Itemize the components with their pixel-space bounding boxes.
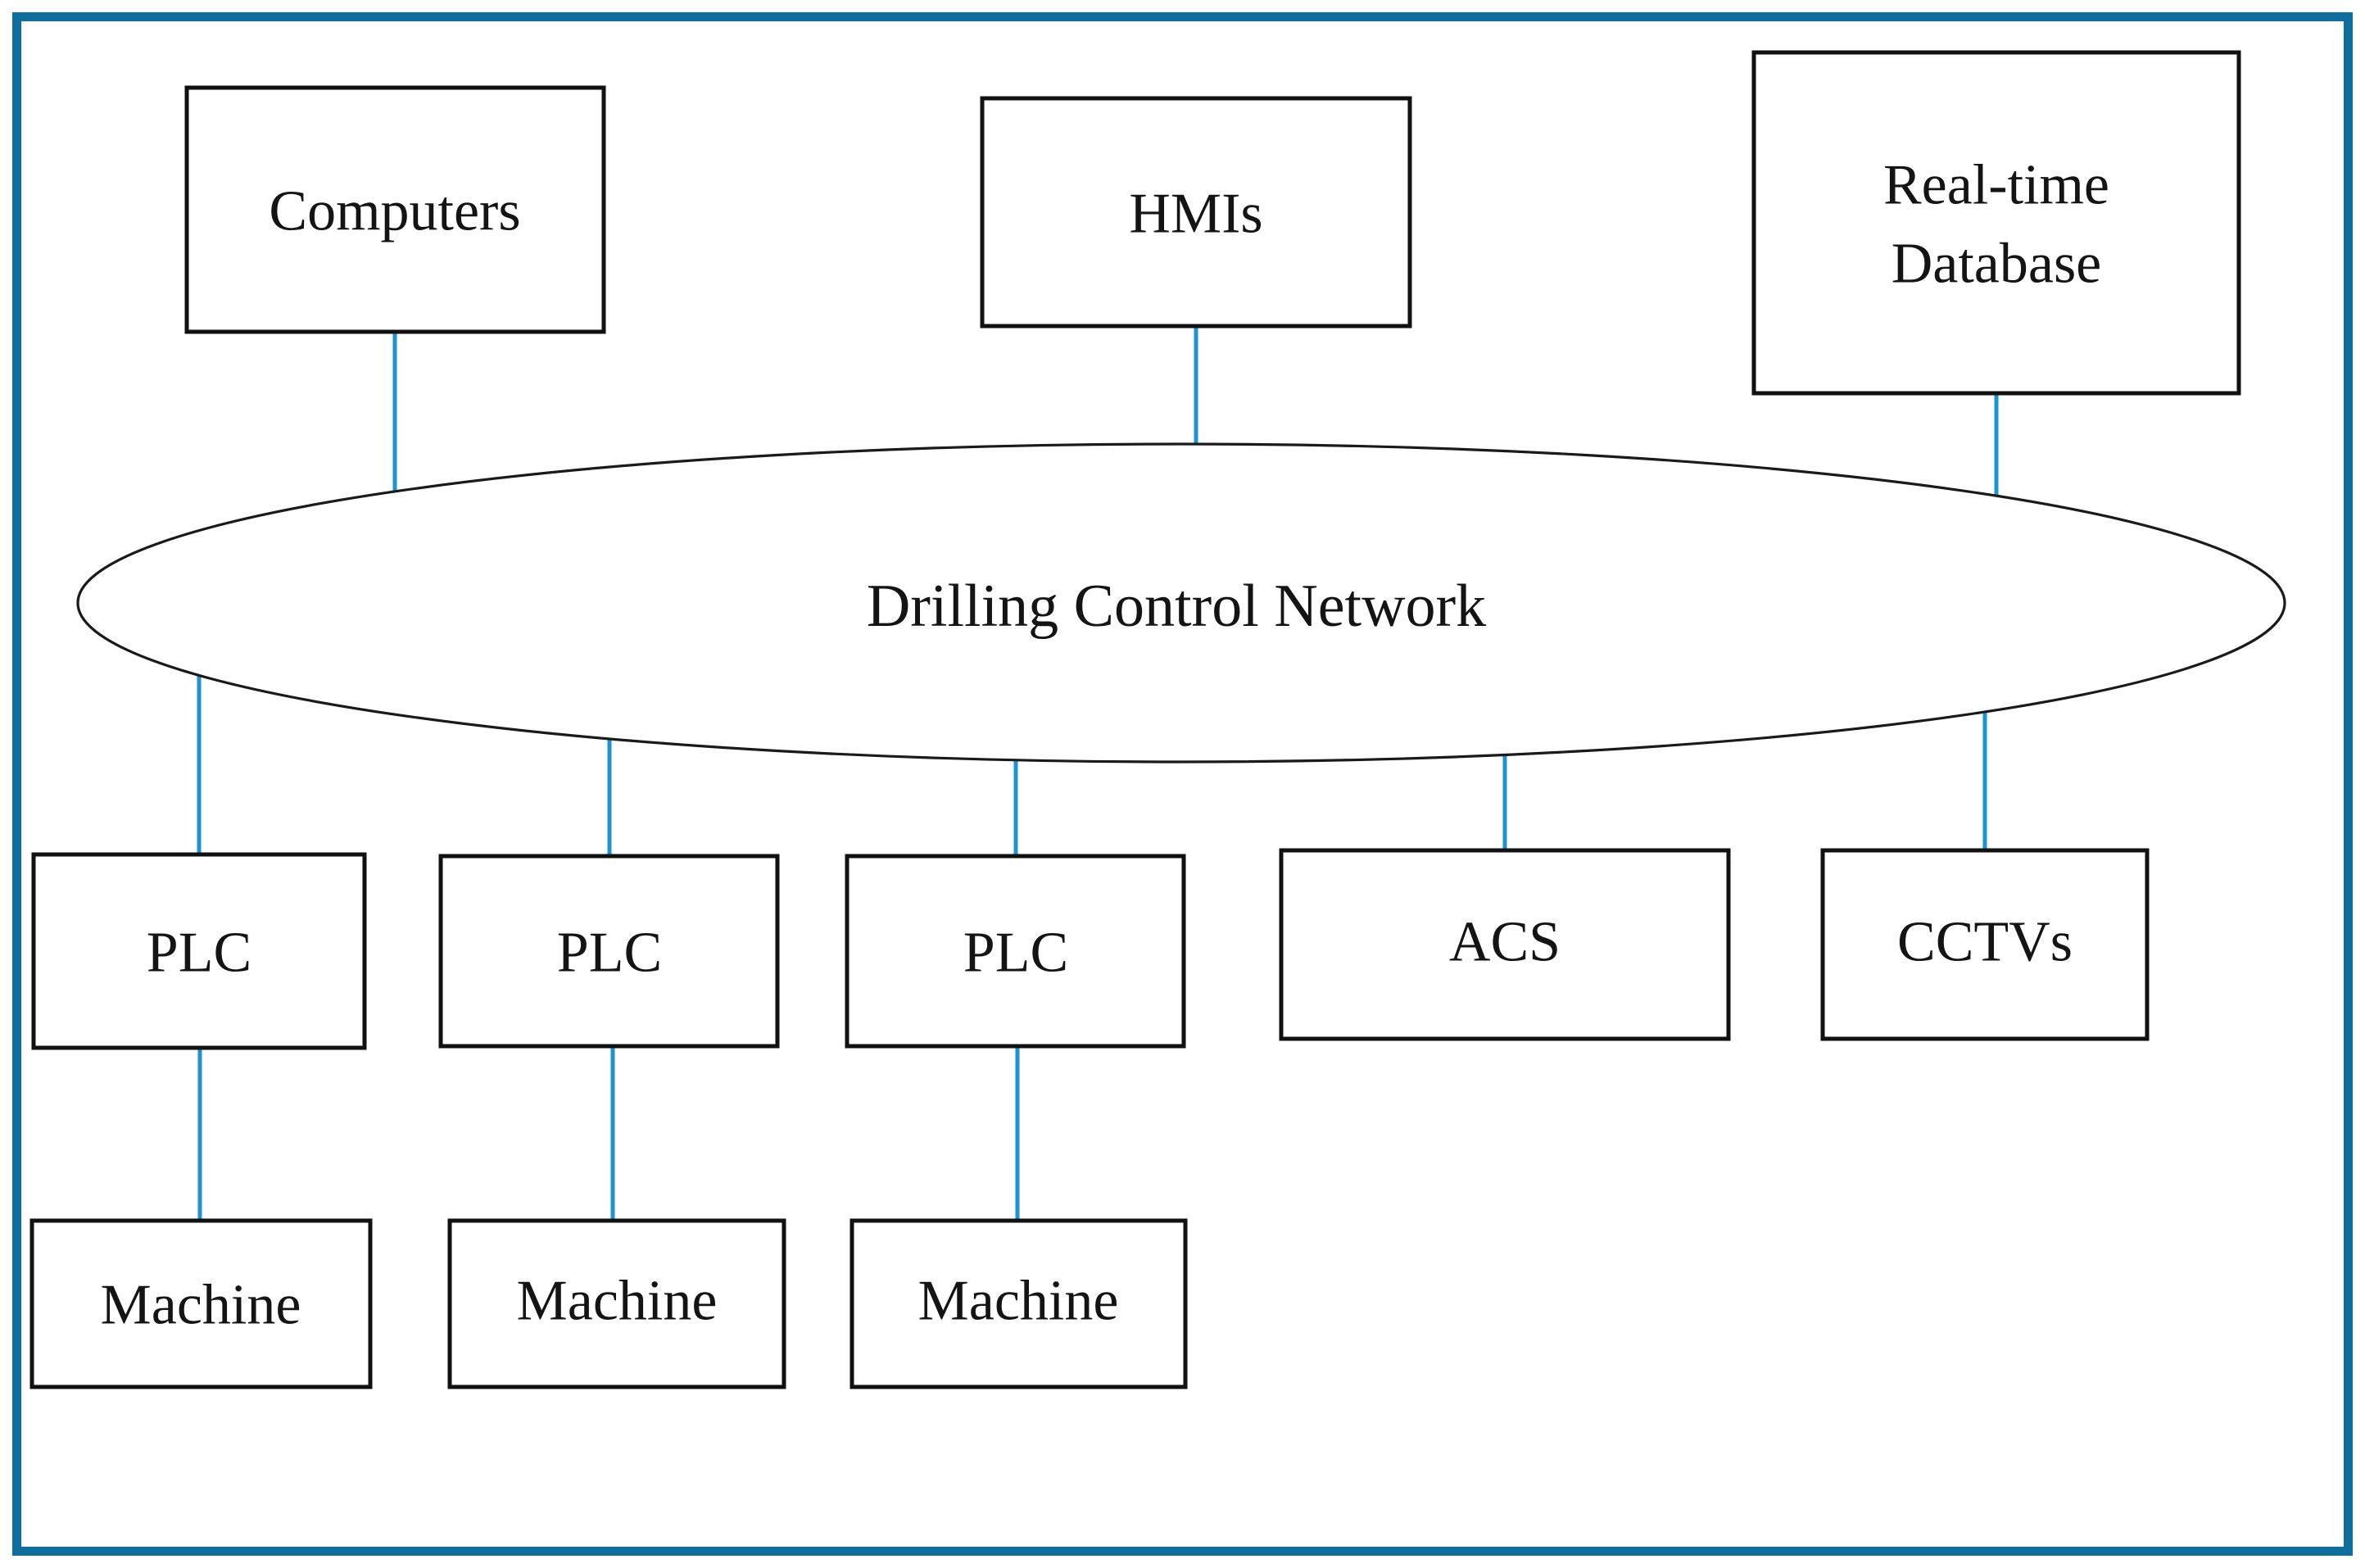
realtime-database-box <box>1751 50 2241 396</box>
realtime-database-label-line1: Real-time <box>1883 154 2109 217</box>
network-label: Drilling Control Network <box>867 573 1486 640</box>
node-plc1: PLC <box>31 852 367 1050</box>
node-acs: ACS <box>1279 848 1731 1041</box>
node-machine1: Machine <box>29 1218 373 1389</box>
acs-box <box>1279 848 1731 1041</box>
hmis-label: HMIs <box>1129 183 1262 246</box>
acs-label: ACS <box>1449 911 1561 974</box>
plc1-label: PLC <box>147 922 251 985</box>
machine3-box <box>849 1218 1188 1389</box>
hmis-box <box>980 96 1412 329</box>
outer-frame <box>12 12 2353 1556</box>
computers-box <box>184 85 606 334</box>
network-ellipse <box>76 442 2286 764</box>
plc2-box <box>438 854 780 1049</box>
machine3-label: Machine <box>918 1270 1119 1333</box>
node-plc3: PLC <box>845 854 1186 1049</box>
machine2-label: Machine <box>517 1270 718 1333</box>
node-plc2: PLC <box>438 854 780 1049</box>
cctvs-box <box>1820 848 2150 1041</box>
plc2-label: PLC <box>557 922 662 985</box>
plc3-box <box>845 854 1186 1049</box>
computers-label: Computers <box>269 180 520 243</box>
plc1-box <box>31 852 367 1050</box>
realtime-database-label-line2: Database <box>1892 233 2102 296</box>
machine2-box <box>447 1218 786 1389</box>
node-computers: Computers <box>184 85 606 334</box>
cctvs-label: CCTVs <box>1897 911 2073 974</box>
node-cctvs: CCTVs <box>1820 848 2150 1041</box>
machine1-label: Machine <box>101 1274 301 1337</box>
node-hmis: HMIs <box>980 96 1412 329</box>
node-realtime-database: Real-time Database <box>1751 50 2241 396</box>
node-machine2: Machine <box>447 1218 786 1389</box>
machine1-box <box>29 1218 373 1389</box>
plc3-label: PLC <box>963 922 1068 985</box>
node-machine3: Machine <box>849 1218 1188 1389</box>
